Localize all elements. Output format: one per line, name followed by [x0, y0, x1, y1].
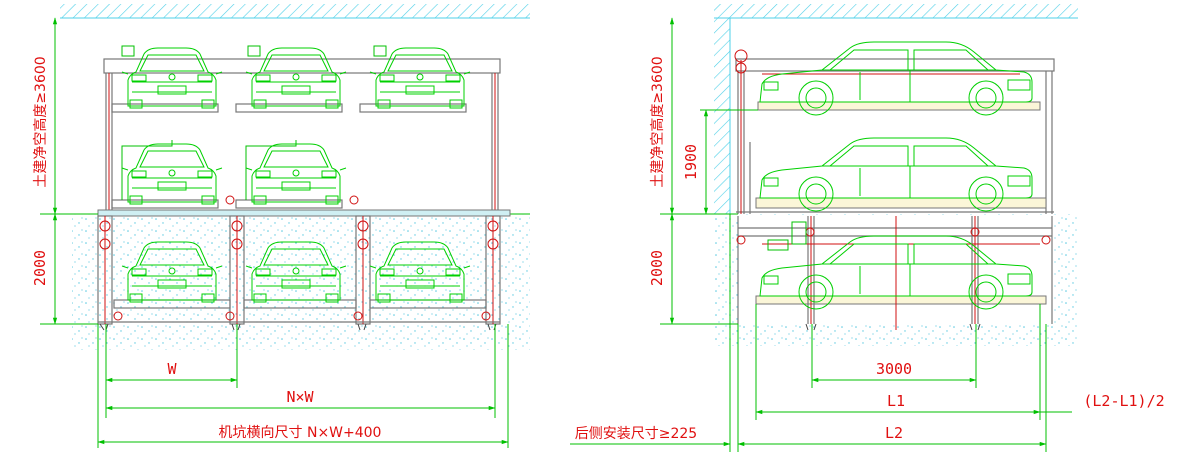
left-dim-w: W: [167, 360, 177, 378]
left-view: [40, 4, 530, 448]
right-dim-l2: L2: [885, 424, 903, 442]
left-dim-total-height: 土建净空高度≥3600: [32, 56, 49, 187]
pit-soil: [72, 214, 530, 350]
right-dim-offset: (L2-L1)/2: [1083, 392, 1164, 410]
right-dim-l1: L1: [887, 392, 905, 410]
right-dim-pit-depth: 2000: [648, 250, 666, 286]
right-dim-3000: 3000: [876, 360, 912, 378]
right-dimensions: [570, 17, 1072, 452]
right-dimension-text: 土建净空高度≥3600 1900 2000 3000 L1 L2 (L2-L1)…: [575, 56, 1165, 442]
left-dim-pit-width: 机坑横向尺寸 N×W+400: [219, 425, 382, 441]
right-dim-total-height: 土建净空高度≥3600: [649, 56, 666, 187]
left-dim-nxw: N×W: [286, 388, 314, 406]
left-dimensions: [40, 17, 509, 448]
left-frame: [97, 45, 511, 331]
left-dimension-text: 土建净空高度≥3600 2000 W N×W 机坑横向尺寸 N×W+400: [31, 56, 381, 441]
right-dim-middle: 1900: [682, 144, 700, 180]
wall-hatch: [714, 18, 730, 214]
ceiling-hatch-right: [714, 4, 1078, 18]
ceiling-hatch: [60, 4, 530, 18]
right-dim-rear-install: 后侧安装尺寸≥225: [575, 426, 697, 442]
left-dim-pit-depth: 2000: [31, 250, 49, 286]
right-view: [570, 4, 1078, 452]
right-frame: [734, 49, 1055, 331]
